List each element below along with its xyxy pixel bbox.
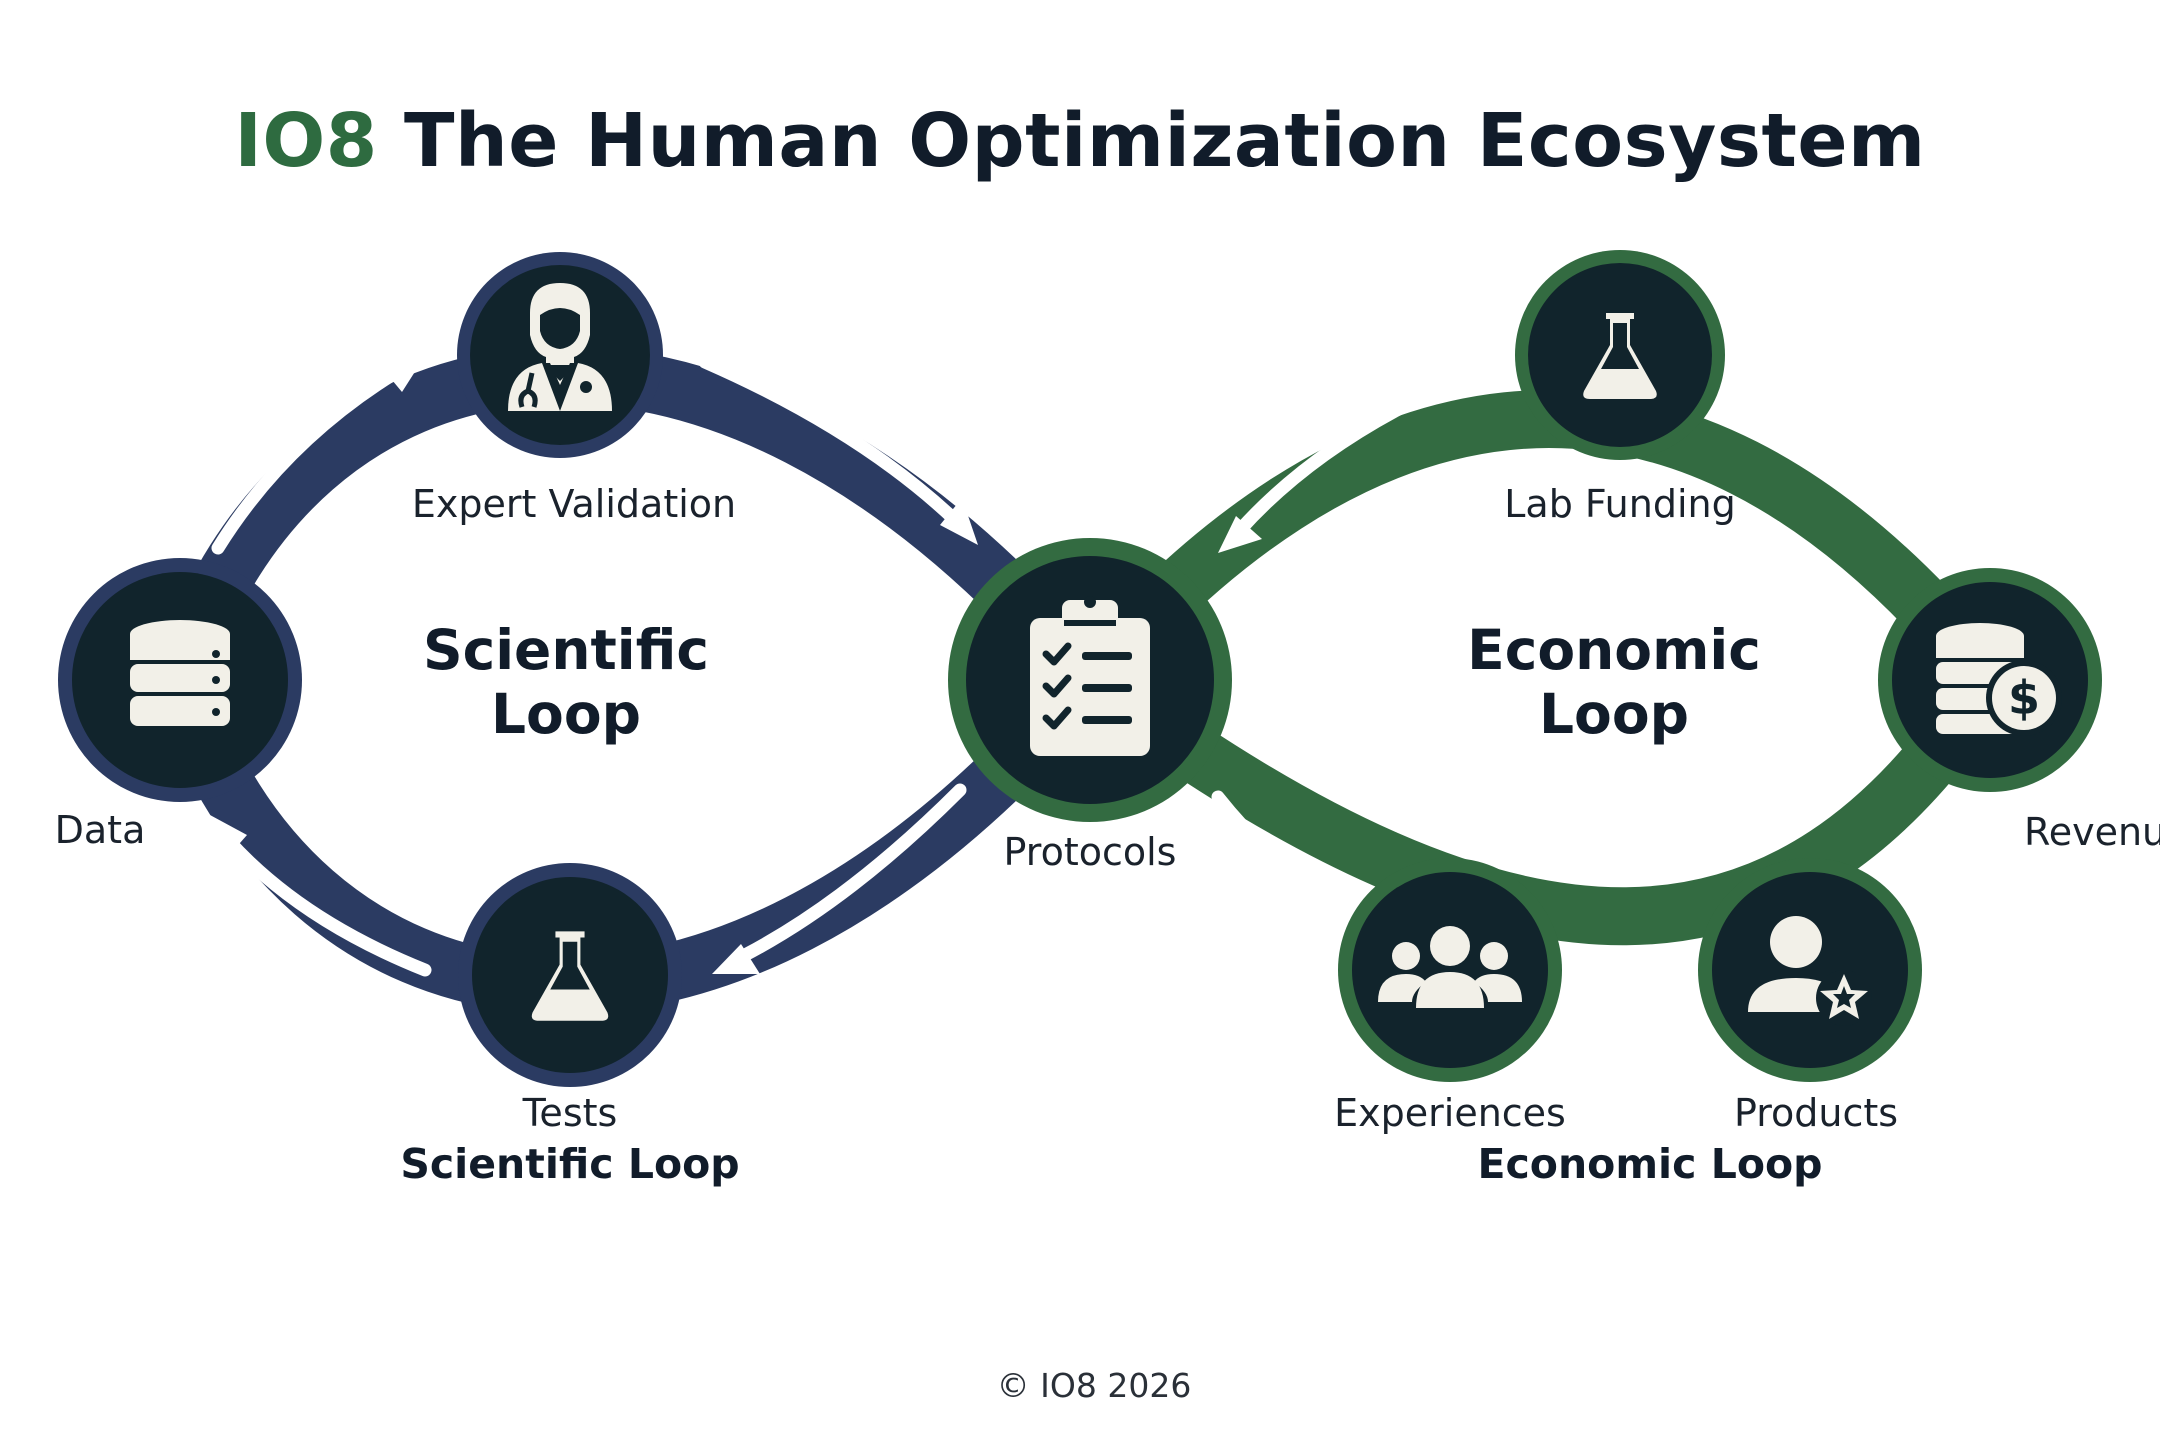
page-title: IO8 The Human Optimization Ecosystem (0, 98, 2160, 184)
label-experiences: Experiences (1334, 1091, 1566, 1135)
node-experiences[interactable] (1338, 858, 1562, 1082)
node-protocols[interactable] (948, 538, 1232, 822)
arrow-protocols-to-experiences (1211, 790, 1340, 902)
label-data: Data (54, 808, 146, 852)
economic-loop-line2: Loop (1538, 682, 1689, 746)
economic-loop-caption: Economic Loop (1477, 1140, 1823, 1188)
label-revenue: Revenue (2024, 810, 2160, 854)
copyright-footer: © IO8 2026 (996, 1366, 1192, 1405)
label-expert-validation: Expert Validation (411, 482, 737, 526)
node-revenue[interactable]: $ (1878, 568, 2102, 792)
arrow-experiences-to-products (1578, 982, 1700, 1020)
doctor-icon (508, 283, 612, 411)
clipboard-checklist-icon (1030, 596, 1150, 756)
node-expert-validation[interactable] (457, 252, 663, 458)
arrow-expert-to-protocols (698, 355, 978, 545)
scientific-loop-caption: Scientific Loop (400, 1140, 740, 1188)
arrow-protocols-to-tests (712, 783, 967, 974)
arrow-revenue-to-funding (1765, 358, 1985, 552)
node-lab-funding[interactable] (1515, 250, 1725, 460)
user-star-icon (1748, 916, 1872, 1026)
arrow-data-to-expert (211, 356, 425, 555)
node-tests[interactable] (458, 863, 682, 1087)
label-lab-funding: Lab Funding (1504, 482, 1736, 526)
label-tests: Tests (522, 1091, 618, 1135)
svg-text:$: $ (2008, 671, 2040, 725)
node-products[interactable] (1698, 858, 1922, 1082)
node-data[interactable] (58, 558, 302, 802)
economic-loop-inner-title: Economic Loop (1467, 618, 1761, 746)
scientific-loop-line1: Scientific (422, 618, 710, 682)
arrow-funding-to-protocols (1218, 361, 1495, 553)
flow-arrows (210, 355, 1990, 1020)
arrow-products-to-revenue (1918, 800, 1990, 897)
database-icon (130, 620, 230, 726)
label-products: Products (1733, 1091, 1899, 1135)
economic-loop-line1: Economic (1467, 618, 1761, 682)
arrow-tests-to-data (210, 815, 432, 977)
coins-dollar-icon: $ (1936, 623, 2062, 736)
brand-name: IO8 (234, 98, 378, 184)
title-text: The Human Optimization Ecosystem (404, 98, 1926, 184)
scientific-loop-inner-title: Scientific Loop (423, 618, 709, 746)
label-protocols: Protocols (1003, 830, 1177, 874)
group-icon (1378, 926, 1522, 1008)
scientific-loop-line2: Loop (490, 682, 641, 746)
